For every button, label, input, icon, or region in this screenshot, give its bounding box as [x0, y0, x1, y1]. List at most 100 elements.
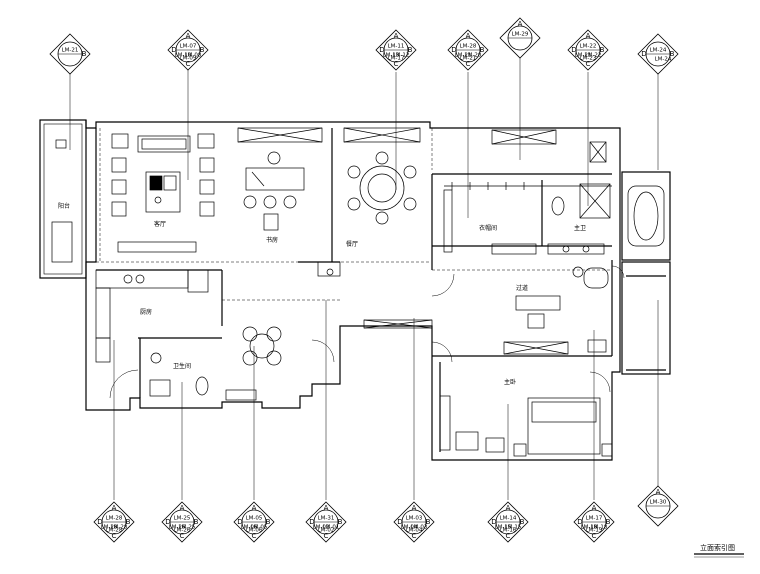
tag-letter-c: C: [506, 532, 511, 540]
tag-letter-d: D: [571, 46, 576, 54]
tag-letter-c: C: [466, 60, 471, 68]
tag-code: LM-24: [655, 57, 672, 63]
tag-code: LM-28: [101, 525, 118, 531]
tag-letter-b: B: [606, 518, 611, 526]
door-swings: [109, 265, 625, 399]
tag-letter-a: A: [180, 504, 185, 512]
tag-letter-a: A: [506, 504, 511, 512]
tag-letter-a: A: [412, 504, 417, 512]
tag-letter-c: C: [586, 60, 591, 68]
tag-letter-a: A: [592, 504, 597, 512]
tag-letter-b: B: [480, 46, 485, 54]
tag-letter-b: B: [266, 518, 271, 526]
tag-code: LM-15: [505, 525, 522, 531]
tag-letter-b: B: [200, 46, 205, 54]
tag-code: LM-11: [388, 44, 405, 50]
cabinet-row-top-mid: [343, 127, 421, 143]
tag-code: LM-22: [585, 53, 602, 59]
room-label-master-bed: 主卧: [504, 378, 516, 386]
tag-code: LM-03: [411, 525, 428, 531]
tag-letter-b: B: [338, 518, 343, 526]
tag-code: LM-15: [495, 525, 512, 531]
tag-code: LM-12: [393, 53, 410, 59]
tag-code: LM-21: [575, 53, 592, 59]
tag-code: LM-02: [313, 525, 330, 531]
tag-code: LM-02: [318, 528, 335, 534]
tag-code: LM-13: [383, 53, 400, 59]
tag-letter-a: A: [466, 32, 471, 40]
tag-letter-d: D: [491, 518, 496, 526]
tag-letter-c: C: [252, 532, 257, 540]
tag-code: LM-21: [460, 56, 477, 62]
tag-letter-d: D: [641, 50, 646, 58]
tag-letter-a: A: [186, 32, 191, 40]
tag-code: LM-26: [169, 525, 186, 531]
tag-letter-b: B: [426, 518, 431, 526]
tag-letter-d: D: [451, 46, 456, 54]
tag-letter-a: A: [252, 504, 257, 512]
tag-letter-d: D: [237, 518, 242, 526]
tag-letter-a: A: [656, 488, 661, 496]
tag-code: LM-05: [246, 516, 263, 522]
tag-code: LM-04: [401, 525, 418, 531]
dashed-lines: [96, 128, 612, 301]
tag-letter-a: A: [324, 504, 329, 512]
tag-code: LM-03: [406, 516, 423, 522]
room-label-balcony: 阳台: [58, 202, 70, 210]
tag-code: LM-17: [586, 516, 603, 522]
tag-letter-a: A: [394, 32, 399, 40]
tag-code: LM-31: [318, 516, 335, 522]
tag-code: LM-17: [388, 56, 405, 62]
tag-letter-c: C: [412, 532, 417, 540]
room-label-bath: 卫生间: [173, 362, 191, 370]
tag-letter-b: B: [194, 518, 199, 526]
room-label-kitchen: 厨房: [140, 308, 152, 316]
tag-code: LM-08: [185, 53, 202, 59]
cabinet-row-top-left: [237, 127, 323, 143]
room-label-dining: 餐厅: [346, 240, 358, 248]
tag-letter-b: B: [126, 518, 131, 526]
tag-letter-b: B: [600, 46, 605, 54]
tag-code: LM-22: [580, 44, 597, 50]
tag-code: LM-18: [591, 525, 608, 531]
tag-code: LM-04: [406, 528, 423, 534]
drawing-title-block: 立面索引图: [694, 543, 744, 558]
tag-letter-c: C: [186, 60, 191, 68]
tag-letter-b: B: [670, 50, 675, 58]
tag-code: LM-05: [251, 525, 268, 531]
index-leader-lines: [69, 48, 659, 500]
tag-code: LM-28: [106, 516, 123, 522]
tag-code: LM-07: [180, 44, 197, 50]
tag-code: LM-21: [455, 53, 472, 59]
elevation-index-tag: ALM-29: [499, 17, 541, 59]
furniture: [51, 127, 665, 457]
tag-letter-b: B: [82, 50, 87, 58]
tag-code: LM-06: [246, 528, 263, 534]
cabinet-row-top-right: [491, 129, 557, 145]
tag-letter-d: D: [379, 46, 384, 54]
tag-code: LM-06: [241, 525, 258, 531]
room-label-study: 书房: [266, 236, 278, 244]
tag-letter-a: A: [112, 504, 117, 512]
elevation-index-tag: BLM-21: [49, 33, 91, 75]
tag-code: LM-01: [323, 525, 340, 531]
tag-letter-d: D: [97, 518, 102, 526]
tag-code: LM-26: [174, 528, 191, 534]
tag-letter-d: D: [577, 518, 582, 526]
tag-code: LM-16: [500, 528, 517, 534]
room-label-cloak: 衣帽间: [479, 224, 497, 232]
room-labels: 客厅 书房 餐厅 厨房 卫生间 衣帽间 主卫 过道 主卧 阳台: [58, 202, 586, 386]
room-label-living: 客厅: [154, 220, 166, 228]
